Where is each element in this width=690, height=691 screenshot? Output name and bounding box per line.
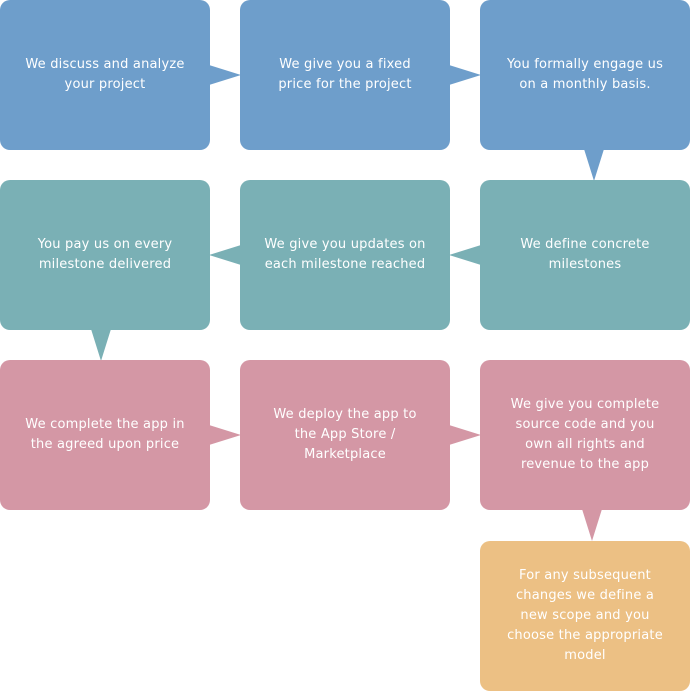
arrow-1-to-2: [209, 65, 241, 85]
arrow-5-to-6: [209, 245, 241, 265]
step-2-text: We give you a fixed price for the projec…: [278, 57, 412, 92]
step-1-box: We discuss and analyze your project: [0, 0, 210, 150]
step-6-text: You pay us on every milestone delivered: [37, 237, 173, 272]
arrow-6-to-7: [91, 329, 111, 361]
step-9-box: We give you complete source code and you…: [480, 360, 690, 510]
step-7-text: We complete the app in the agreed upon p…: [25, 417, 185, 452]
step-1-text: We discuss and analyze your project: [25, 57, 185, 92]
arrow-2-to-3: [449, 65, 481, 85]
arrow-7-to-8: [209, 425, 241, 445]
step-10-box: For any subsequent changes we define a n…: [480, 541, 690, 691]
arrow-3-to-4: [584, 149, 604, 181]
step-9-text: We give you complete source code and you…: [510, 397, 660, 472]
step-4-box: We define concrete milestones: [480, 180, 690, 330]
arrow-9-to-10: [582, 509, 602, 541]
step-10-text: For any subsequent changes we define a n…: [507, 568, 663, 663]
step-6-box: You pay us on every milestone delivered: [0, 180, 210, 330]
step-3-box: You formally engage us on a monthly basi…: [480, 0, 690, 150]
step-5-text: We give you updates on each milestone re…: [264, 237, 426, 272]
step-2-box: We give you a fixed price for the projec…: [240, 0, 450, 150]
arrow-8-to-9: [449, 425, 481, 445]
step-8-text: We deploy the app to the App Store / Mar…: [273, 407, 417, 462]
arrow-4-to-5: [449, 245, 481, 265]
step-4-text: We define concrete milestones: [520, 237, 650, 272]
step-3-text: You formally engage us on a monthly basi…: [506, 57, 664, 92]
step-5-box: We give you updates on each milestone re…: [240, 180, 450, 330]
step-8-box: We deploy the app to the App Store / Mar…: [240, 360, 450, 510]
step-7-box: We complete the app in the agreed upon p…: [0, 360, 210, 510]
